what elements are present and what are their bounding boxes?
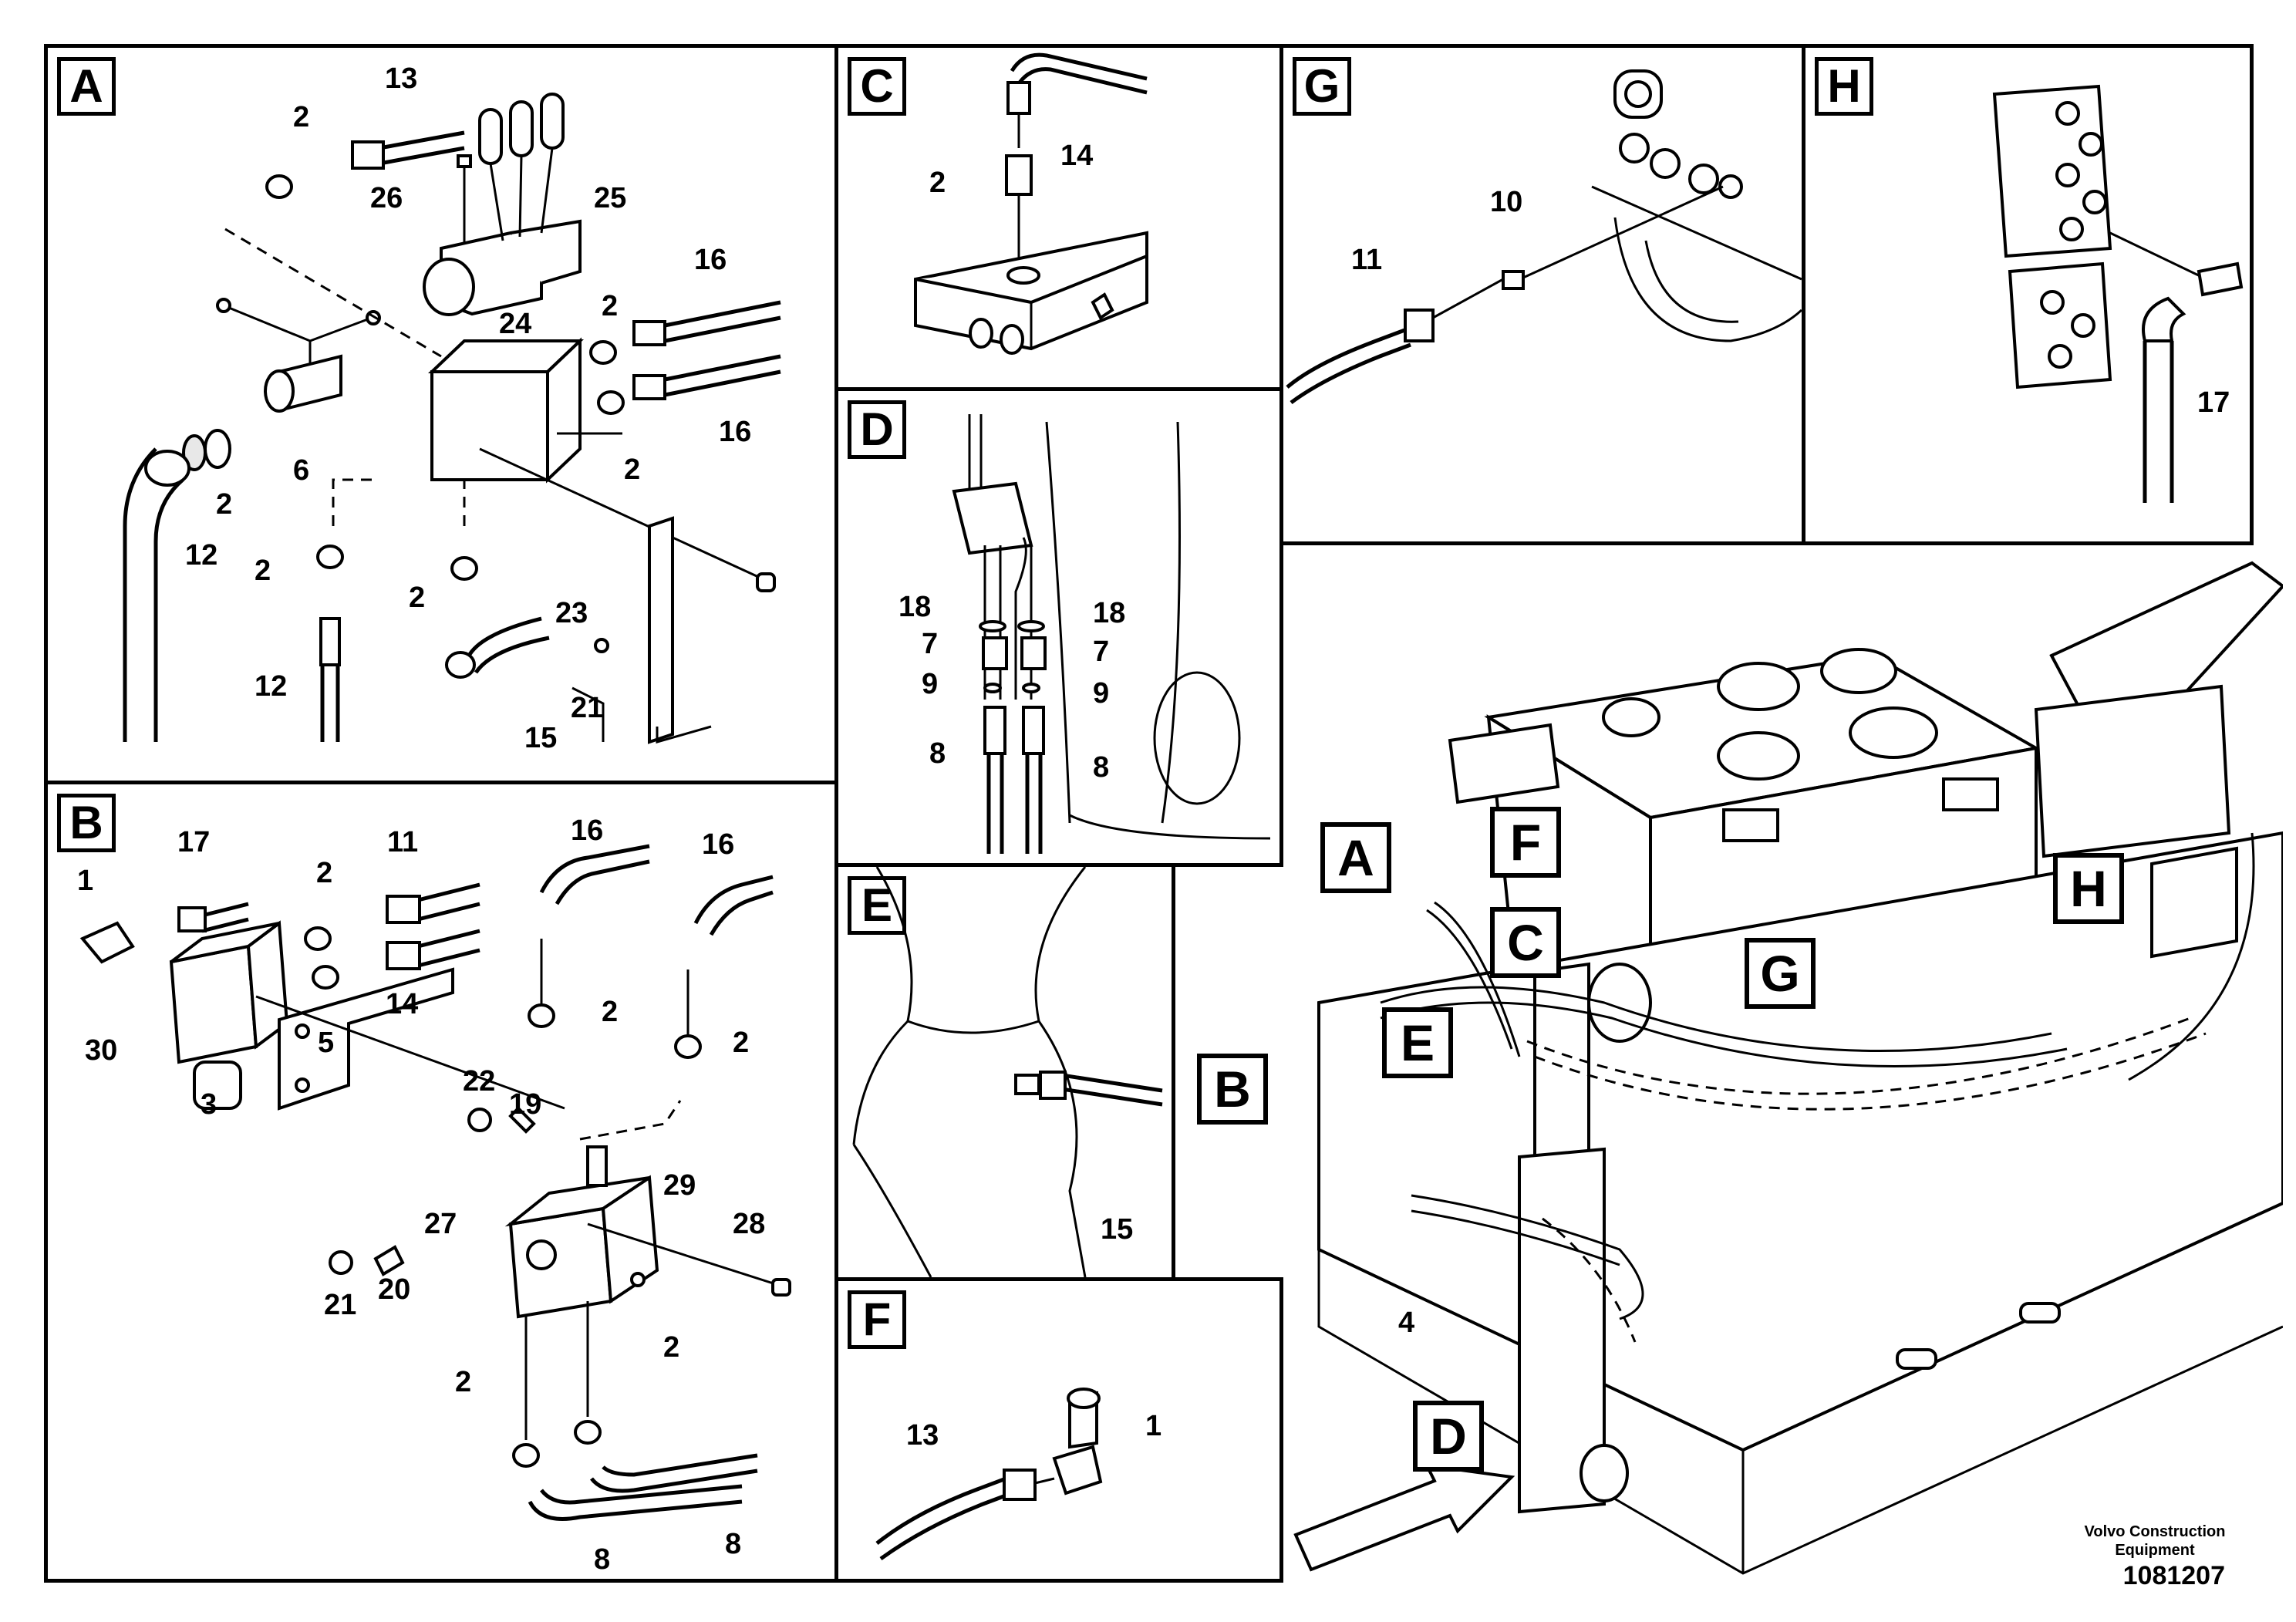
- overview-callout-4: 4: [1398, 1307, 1415, 1339]
- panel-f-label: F: [848, 1290, 906, 1349]
- panel-c-drawing: [914, 52, 1148, 355]
- panel-c-label: C: [848, 57, 906, 116]
- callout-d-7: 7: [922, 628, 939, 660]
- callout-a-2f: 2: [409, 582, 426, 614]
- callout-f-13: 13: [906, 1419, 939, 1452]
- brand-name: Volvo Construction Equipment: [2084, 1523, 2226, 1559]
- callout-f-1: 1: [1145, 1410, 1162, 1442]
- callout-b-1: 1: [77, 865, 94, 897]
- panel-a-label: A: [57, 57, 116, 116]
- panel-g-drawing: [1286, 69, 1802, 405]
- callout-a-13: 13: [385, 62, 418, 95]
- callout-b-16b: 16: [702, 828, 735, 861]
- callout-b-17: 17: [177, 826, 211, 858]
- callout-d-9b: 9: [1093, 677, 1110, 710]
- panel-b: B: [44, 781, 838, 1583]
- callout-g-11: 11: [1351, 244, 1383, 276]
- callout-a-2d: 2: [216, 488, 233, 521]
- callout-b-11: 11: [387, 826, 419, 858]
- callout-e-15: 15: [1101, 1213, 1134, 1246]
- callout-a-12b: 12: [255, 670, 288, 703]
- panel-b-label: B: [57, 794, 116, 852]
- callout-b-2e: 2: [663, 1331, 680, 1364]
- panel-h: H 17: [1802, 44, 2254, 545]
- callout-d-18b: 18: [1093, 597, 1126, 629]
- callout-b-20: 20: [378, 1273, 411, 1306]
- callout-b-2b: 2: [602, 996, 619, 1028]
- callout-a-15: 15: [524, 722, 558, 754]
- overview-marker-e[interactable]: E: [1382, 1007, 1453, 1078]
- callout-h-17: 17: [2197, 386, 2230, 419]
- callout-a-16b: 16: [719, 416, 752, 448]
- callout-d-8: 8: [929, 737, 946, 770]
- callout-a-26: 26: [370, 182, 403, 214]
- machine-overview-drawing: [1293, 561, 2283, 1575]
- panel-e-drawing: [852, 867, 1163, 1277]
- overview-marker-h[interactable]: H: [2053, 853, 2124, 924]
- panel-g-label: G: [1293, 57, 1351, 116]
- callout-a-23: 23: [555, 597, 588, 629]
- callout-c-14: 14: [1060, 140, 1094, 172]
- panel-d-label: D: [848, 400, 906, 459]
- callout-d-7b: 7: [1093, 636, 1110, 668]
- panel-h-drawing: [1992, 84, 2244, 503]
- panel-d-drawing: [952, 414, 1271, 854]
- panel-e: E 15: [834, 863, 1175, 1281]
- panel-d: D 18 18 7 7 9 9 8 8: [834, 387, 1283, 867]
- callout-b-27: 27: [424, 1208, 457, 1240]
- callout-b-2c: 2: [733, 1027, 750, 1059]
- callout-d-9: 9: [922, 668, 939, 700]
- callout-b-14: 14: [386, 988, 419, 1020]
- callout-b-3: 3: [201, 1088, 217, 1121]
- callout-a-12: 12: [185, 539, 218, 572]
- callout-b-22: 22: [463, 1065, 496, 1098]
- callout-a-24: 24: [499, 308, 532, 340]
- callout-b-29: 29: [663, 1169, 696, 1202]
- callout-a-25: 25: [594, 182, 627, 214]
- panel-c: C 14 2: [834, 44, 1283, 391]
- panel-f: F 13 1: [834, 1277, 1283, 1583]
- panel-b-drawing: [79, 844, 791, 1521]
- overview-marker-b[interactable]: B: [1197, 1054, 1268, 1125]
- panel-h-label: H: [1815, 57, 1873, 116]
- overview-marker-g[interactable]: G: [1745, 938, 1816, 1009]
- overview-marker-f[interactable]: F: [1490, 807, 1561, 878]
- panel-f-drawing: [875, 1388, 1103, 1561]
- callout-b-5: 5: [318, 1027, 335, 1059]
- callout-b-2f: 2: [455, 1366, 472, 1398]
- callout-g-10: 10: [1490, 186, 1523, 218]
- callout-d-8b: 8: [1093, 751, 1110, 784]
- callout-b-30: 30: [85, 1034, 118, 1067]
- callout-a-2c: 2: [624, 454, 641, 486]
- callout-d-18: 18: [899, 591, 932, 623]
- overview-marker-d[interactable]: D: [1413, 1401, 1484, 1472]
- callout-c-2: 2: [929, 167, 946, 199]
- callout-b-28: 28: [733, 1208, 766, 1240]
- callout-a-2: 2: [293, 101, 310, 133]
- callout-b-19: 19: [509, 1088, 542, 1121]
- panel-a-drawing: [123, 93, 781, 744]
- callout-a-21: 21: [571, 692, 604, 724]
- callout-a-2b: 2: [602, 290, 619, 322]
- overview-marker-c[interactable]: C: [1490, 907, 1561, 978]
- callout-a-16: 16: [694, 244, 727, 276]
- callout-b-16: 16: [571, 814, 604, 847]
- panel-g: G 10 11: [1279, 44, 1805, 545]
- callout-b-8b: 8: [725, 1528, 742, 1560]
- callout-b-8: 8: [594, 1543, 611, 1576]
- callout-a-6: 6: [293, 454, 310, 487]
- callout-a-2e: 2: [255, 555, 271, 587]
- overview-marker-a[interactable]: A: [1320, 822, 1391, 893]
- document-number: 1081207: [2122, 1561, 2225, 1590]
- callout-b-2: 2: [316, 857, 333, 889]
- callout-b-21: 21: [324, 1289, 357, 1321]
- panel-a: A: [44, 44, 838, 784]
